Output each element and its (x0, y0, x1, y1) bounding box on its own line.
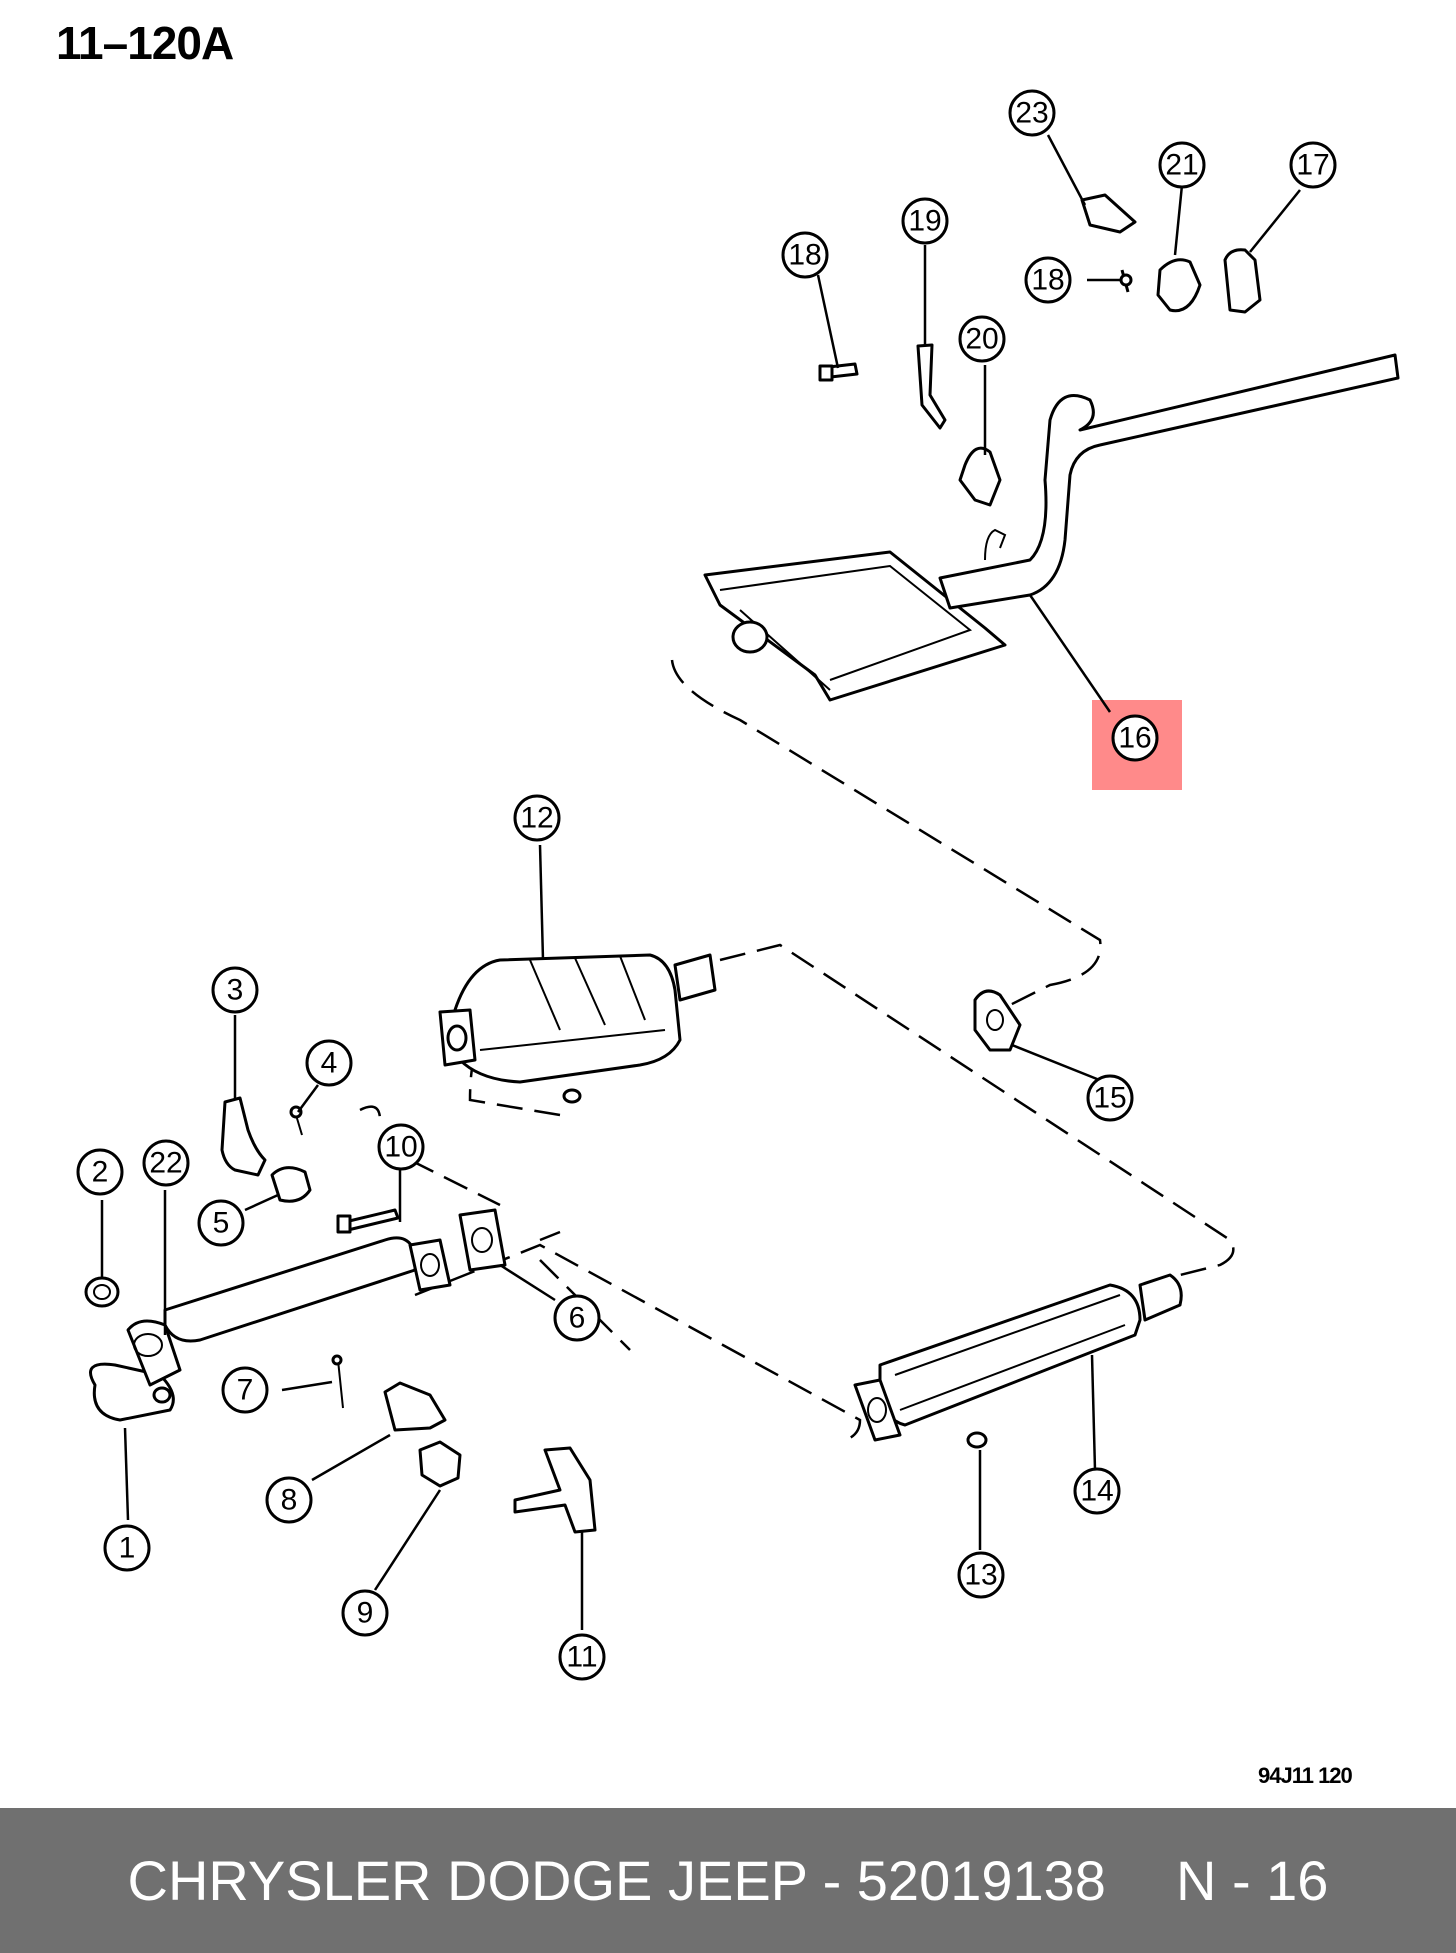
callout-19: 19 (901, 197, 949, 245)
page-code: 11–120A (56, 17, 234, 69)
callout-4: 4 (305, 1039, 353, 1087)
svg-text:4: 4 (321, 1047, 338, 1080)
callout-11: 11 (558, 1633, 606, 1681)
svg-text:8: 8 (281, 1484, 298, 1517)
svg-text:1: 1 (119, 1532, 136, 1565)
muffler-part-16 (703, 353, 1400, 702)
svg-text:22: 22 (149, 1147, 182, 1180)
svg-text:20: 20 (965, 323, 998, 356)
callout-22: 22 (142, 1139, 190, 1187)
footer-brand-part-number: CHRYSLER DODGE JEEP - 52019138 (127, 1849, 1106, 1912)
callout-12: 12 (513, 794, 561, 842)
callout-1: 1 (103, 1524, 151, 1572)
callout-6: 6 (553, 1294, 601, 1342)
callout-17: 17 (1289, 141, 1337, 189)
callout-2: 2 (76, 1148, 124, 1196)
front-pipe (84, 1208, 507, 1422)
svg-text:18: 18 (1031, 264, 1064, 297)
svg-text:13: 13 (964, 1559, 997, 1592)
svg-text:10: 10 (384, 1131, 417, 1164)
hardware-parts (220, 193, 1262, 1534)
callout-15: 15 (1086, 1074, 1134, 1122)
svg-text:5: 5 (213, 1207, 230, 1240)
callout-14: 14 (1073, 1467, 1121, 1515)
svg-text:7: 7 (237, 1374, 254, 1407)
svg-text:12: 12 (520, 802, 553, 835)
svg-text:3: 3 (227, 974, 244, 1007)
footer-page: N - 16 (1175, 1849, 1329, 1912)
svg-text:6: 6 (569, 1302, 586, 1335)
svg-text:15: 15 (1093, 1082, 1126, 1115)
callout-13: 13 (957, 1551, 1005, 1599)
callout-21: 21 (1158, 141, 1206, 189)
svg-text:9: 9 (357, 1597, 374, 1630)
catalytic-converter-part-12 (438, 953, 717, 1104)
svg-text:19: 19 (908, 205, 941, 238)
callout-7: 7 (221, 1366, 269, 1414)
svg-text:14: 14 (1080, 1475, 1113, 1508)
callout-18-lower: 18 (1024, 256, 1072, 304)
svg-text:2: 2 (92, 1156, 109, 1189)
callout-16: 16 (1111, 714, 1159, 762)
callout-5: 5 (197, 1199, 245, 1247)
exhaust-parts-diagram: 23 21 17 18 19 18 20 16 12 3 4 15 10 2 2… (76, 89, 1400, 1681)
callout-8: 8 (265, 1476, 313, 1524)
callout-3: 3 (211, 966, 259, 1014)
svg-text:21: 21 (1165, 149, 1198, 182)
svg-text:23: 23 (1015, 97, 1048, 130)
svg-text:18: 18 (788, 239, 821, 272)
callout-9: 9 (341, 1589, 389, 1637)
callout-10: 10 (377, 1123, 425, 1171)
footer-bar: CHRYSLER DODGE JEEP - 52019138 N - 16 (0, 1808, 1456, 1953)
callout-20: 20 (958, 315, 1006, 363)
figure-reference: 94J11 120 (1258, 1763, 1353, 1788)
callout-23: 23 (1008, 89, 1056, 137)
svg-text:16: 16 (1118, 722, 1151, 755)
leader-lines (100, 134, 1301, 1630)
resonator-part-14 (853, 1273, 1183, 1449)
callout-18-upper: 18 (781, 231, 829, 279)
svg-text:17: 17 (1296, 149, 1329, 182)
svg-text:11: 11 (566, 1641, 597, 1674)
callouts: 23 21 17 18 19 18 20 16 12 3 4 15 10 2 2… (76, 89, 1337, 1681)
